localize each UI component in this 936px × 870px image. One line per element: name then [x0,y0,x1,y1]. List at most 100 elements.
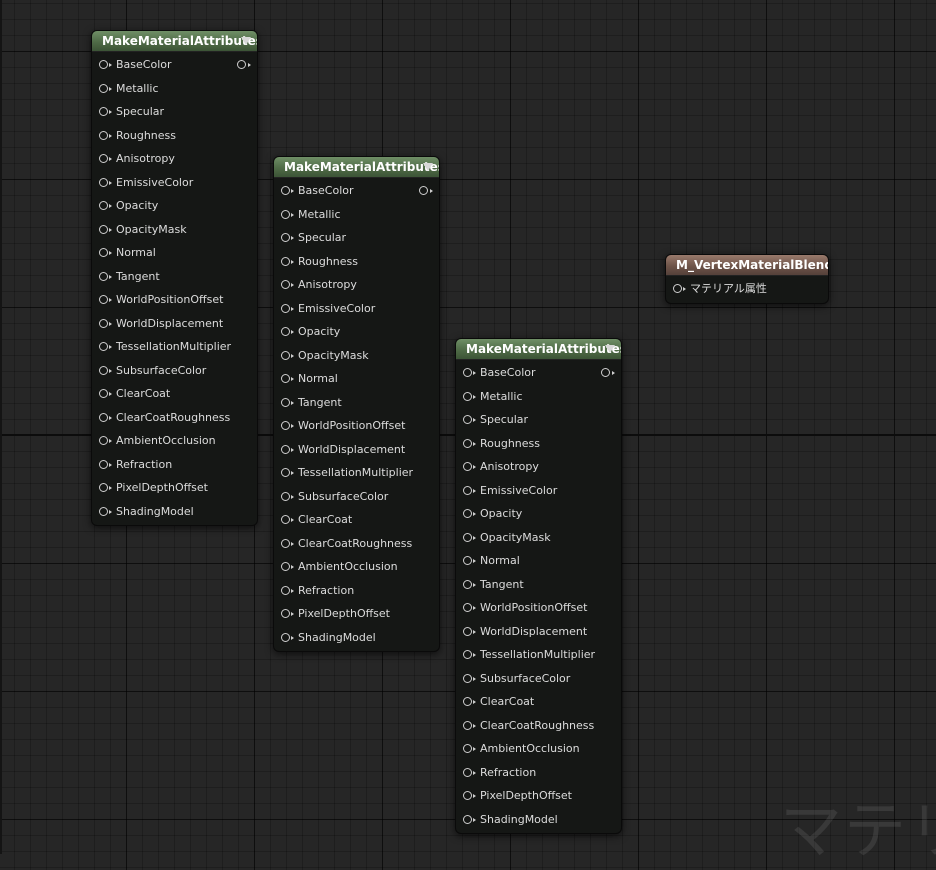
input-pin[interactable]: Opacity [274,320,439,344]
input-pin[interactable]: TessellationMultiplier [456,643,621,667]
pin-socket-icon[interactable] [463,626,476,636]
pin-socket-icon[interactable] [99,154,112,163]
output-pin-icon[interactable] [601,368,615,377]
input-pin[interactable]: PixelDepthOffset [274,602,439,626]
pin-socket-icon[interactable] [281,585,294,595]
pin-socket-icon[interactable] [99,130,112,140]
input-pin[interactable]: Specular [92,100,257,124]
input-pin[interactable]: AmbientOcclusion [92,429,257,453]
input-pin[interactable]: OpacityMask [456,526,621,550]
input-pin[interactable]: ShadingModel [456,808,621,832]
input-pin[interactable]: BaseColor [456,361,621,385]
input-pin[interactable]: SubsurfaceColor [92,359,257,383]
collapse-arrow-icon[interactable] [241,37,251,45]
input-pin[interactable]: WorldDisplacement [456,620,621,644]
input-pin[interactable]: ClearCoatRoughness [274,532,439,556]
input-pin[interactable]: TessellationMultiplier [274,461,439,485]
input-pin[interactable]: ShadingModel [274,626,439,650]
pin-socket-icon[interactable] [463,744,476,753]
input-pin[interactable]: EmissiveColor [456,479,621,503]
pin-socket-icon[interactable] [99,506,112,516]
input-pin[interactable]: Specular [456,408,621,432]
input-pin[interactable]: Roughness [456,432,621,456]
make-material-attributes-node-1[interactable]: MakeMaterialAttributes BaseColor Metalli… [91,30,258,526]
input-pin[interactable]: SubsurfaceColor [456,667,621,691]
input-pin[interactable]: BaseColor [274,179,439,203]
pin-socket-icon[interactable] [281,468,294,477]
pin-socket-icon[interactable] [99,83,112,93]
input-pin[interactable]: ClearCoat [92,382,257,406]
pin-socket-icon[interactable] [99,60,112,69]
pin-socket-icon[interactable] [463,673,476,683]
pin-socket-icon[interactable] [99,224,112,234]
pin-socket-icon[interactable] [463,462,476,471]
pin-socket-icon[interactable] [463,767,476,777]
input-pin[interactable]: ClearCoatRoughness [456,714,621,738]
pin-socket-icon[interactable] [673,284,686,293]
input-pin[interactable]: Metallic [274,203,439,227]
pin-socket-icon[interactable] [281,280,294,289]
pin-socket-icon[interactable] [281,256,294,266]
input-pin[interactable]: Refraction [456,761,621,785]
pin-socket-icon[interactable] [281,515,294,524]
input-pin[interactable]: Refraction [274,579,439,603]
pin-socket-icon[interactable] [463,556,476,565]
make-material-attributes-node-2[interactable]: MakeMaterialAttributes BaseColor Metalli… [273,156,440,652]
pin-socket-icon[interactable] [281,374,294,383]
pin-socket-icon[interactable] [281,632,294,642]
material-result-node[interactable]: M_VertexMaterialBlend マテリアル属性 [665,254,829,304]
input-pin[interactable]: Roughness [274,250,439,274]
pin-socket-icon[interactable] [463,791,476,800]
input-pin[interactable]: BaseColor [92,53,257,77]
input-pin[interactable]: PixelDepthOffset [92,476,257,500]
input-pin[interactable]: OpacityMask [274,344,439,368]
input-pin[interactable]: Opacity [92,194,257,218]
input-pin[interactable]: WorldPositionOffset [456,596,621,620]
input-pin[interactable]: SubsurfaceColor [274,485,439,509]
input-pin[interactable]: OpacityMask [92,218,257,242]
output-pin-icon[interactable] [237,60,251,69]
pin-socket-icon[interactable] [281,350,294,360]
collapse-arrow-icon[interactable] [605,345,615,353]
input-pin[interactable]: Normal [92,241,257,265]
input-pin[interactable]: AmbientOcclusion [274,555,439,579]
pin-socket-icon[interactable] [99,412,112,422]
input-pin[interactable]: Specular [274,226,439,250]
make-material-attributes-node-3[interactable]: MakeMaterialAttributes BaseColor Metalli… [455,338,622,834]
input-pin[interactable]: ClearCoat [274,508,439,532]
pin-socket-icon[interactable] [463,650,476,659]
output-pin-icon[interactable] [419,186,433,195]
pin-socket-icon[interactable] [281,186,294,195]
input-pin[interactable]: Normal [274,367,439,391]
pin-socket-icon[interactable] [463,603,476,612]
input-pin[interactable]: Tangent [92,265,257,289]
input-pin[interactable]: Refraction [92,453,257,477]
pin-socket-icon[interactable] [99,271,112,281]
pin-socket-icon[interactable] [99,295,112,304]
pin-socket-icon[interactable] [463,720,476,730]
input-pin[interactable]: Metallic [92,77,257,101]
result-node-title[interactable]: M_VertexMaterialBlend [666,255,828,276]
input-pin[interactable]: EmissiveColor [92,171,257,195]
pin-socket-icon[interactable] [99,389,112,398]
pin-socket-icon[interactable] [99,318,112,328]
pin-socket-icon[interactable] [99,177,112,187]
pin-socket-icon[interactable] [281,209,294,219]
pin-socket-icon[interactable] [281,491,294,501]
pin-socket-icon[interactable] [463,368,476,377]
input-pin[interactable]: ClearCoatRoughness [92,406,257,430]
pin-socket-icon[interactable] [463,579,476,589]
pin-socket-icon[interactable] [281,609,294,618]
input-pin[interactable]: WorldDisplacement [274,438,439,462]
input-pin[interactable]: PixelDepthOffset [456,784,621,808]
pin-socket-icon[interactable] [463,814,476,824]
pin-socket-icon[interactable] [463,485,476,495]
node-title[interactable]: MakeMaterialAttributes [456,339,621,360]
input-pin[interactable]: TessellationMultiplier [92,335,257,359]
input-pin[interactable]: Metallic [456,385,621,409]
pin-socket-icon[interactable] [281,538,294,548]
pin-socket-icon[interactable] [281,233,294,242]
pin-socket-icon[interactable] [281,421,294,430]
input-pin[interactable]: WorldDisplacement [92,312,257,336]
input-pin[interactable]: Opacity [456,502,621,526]
